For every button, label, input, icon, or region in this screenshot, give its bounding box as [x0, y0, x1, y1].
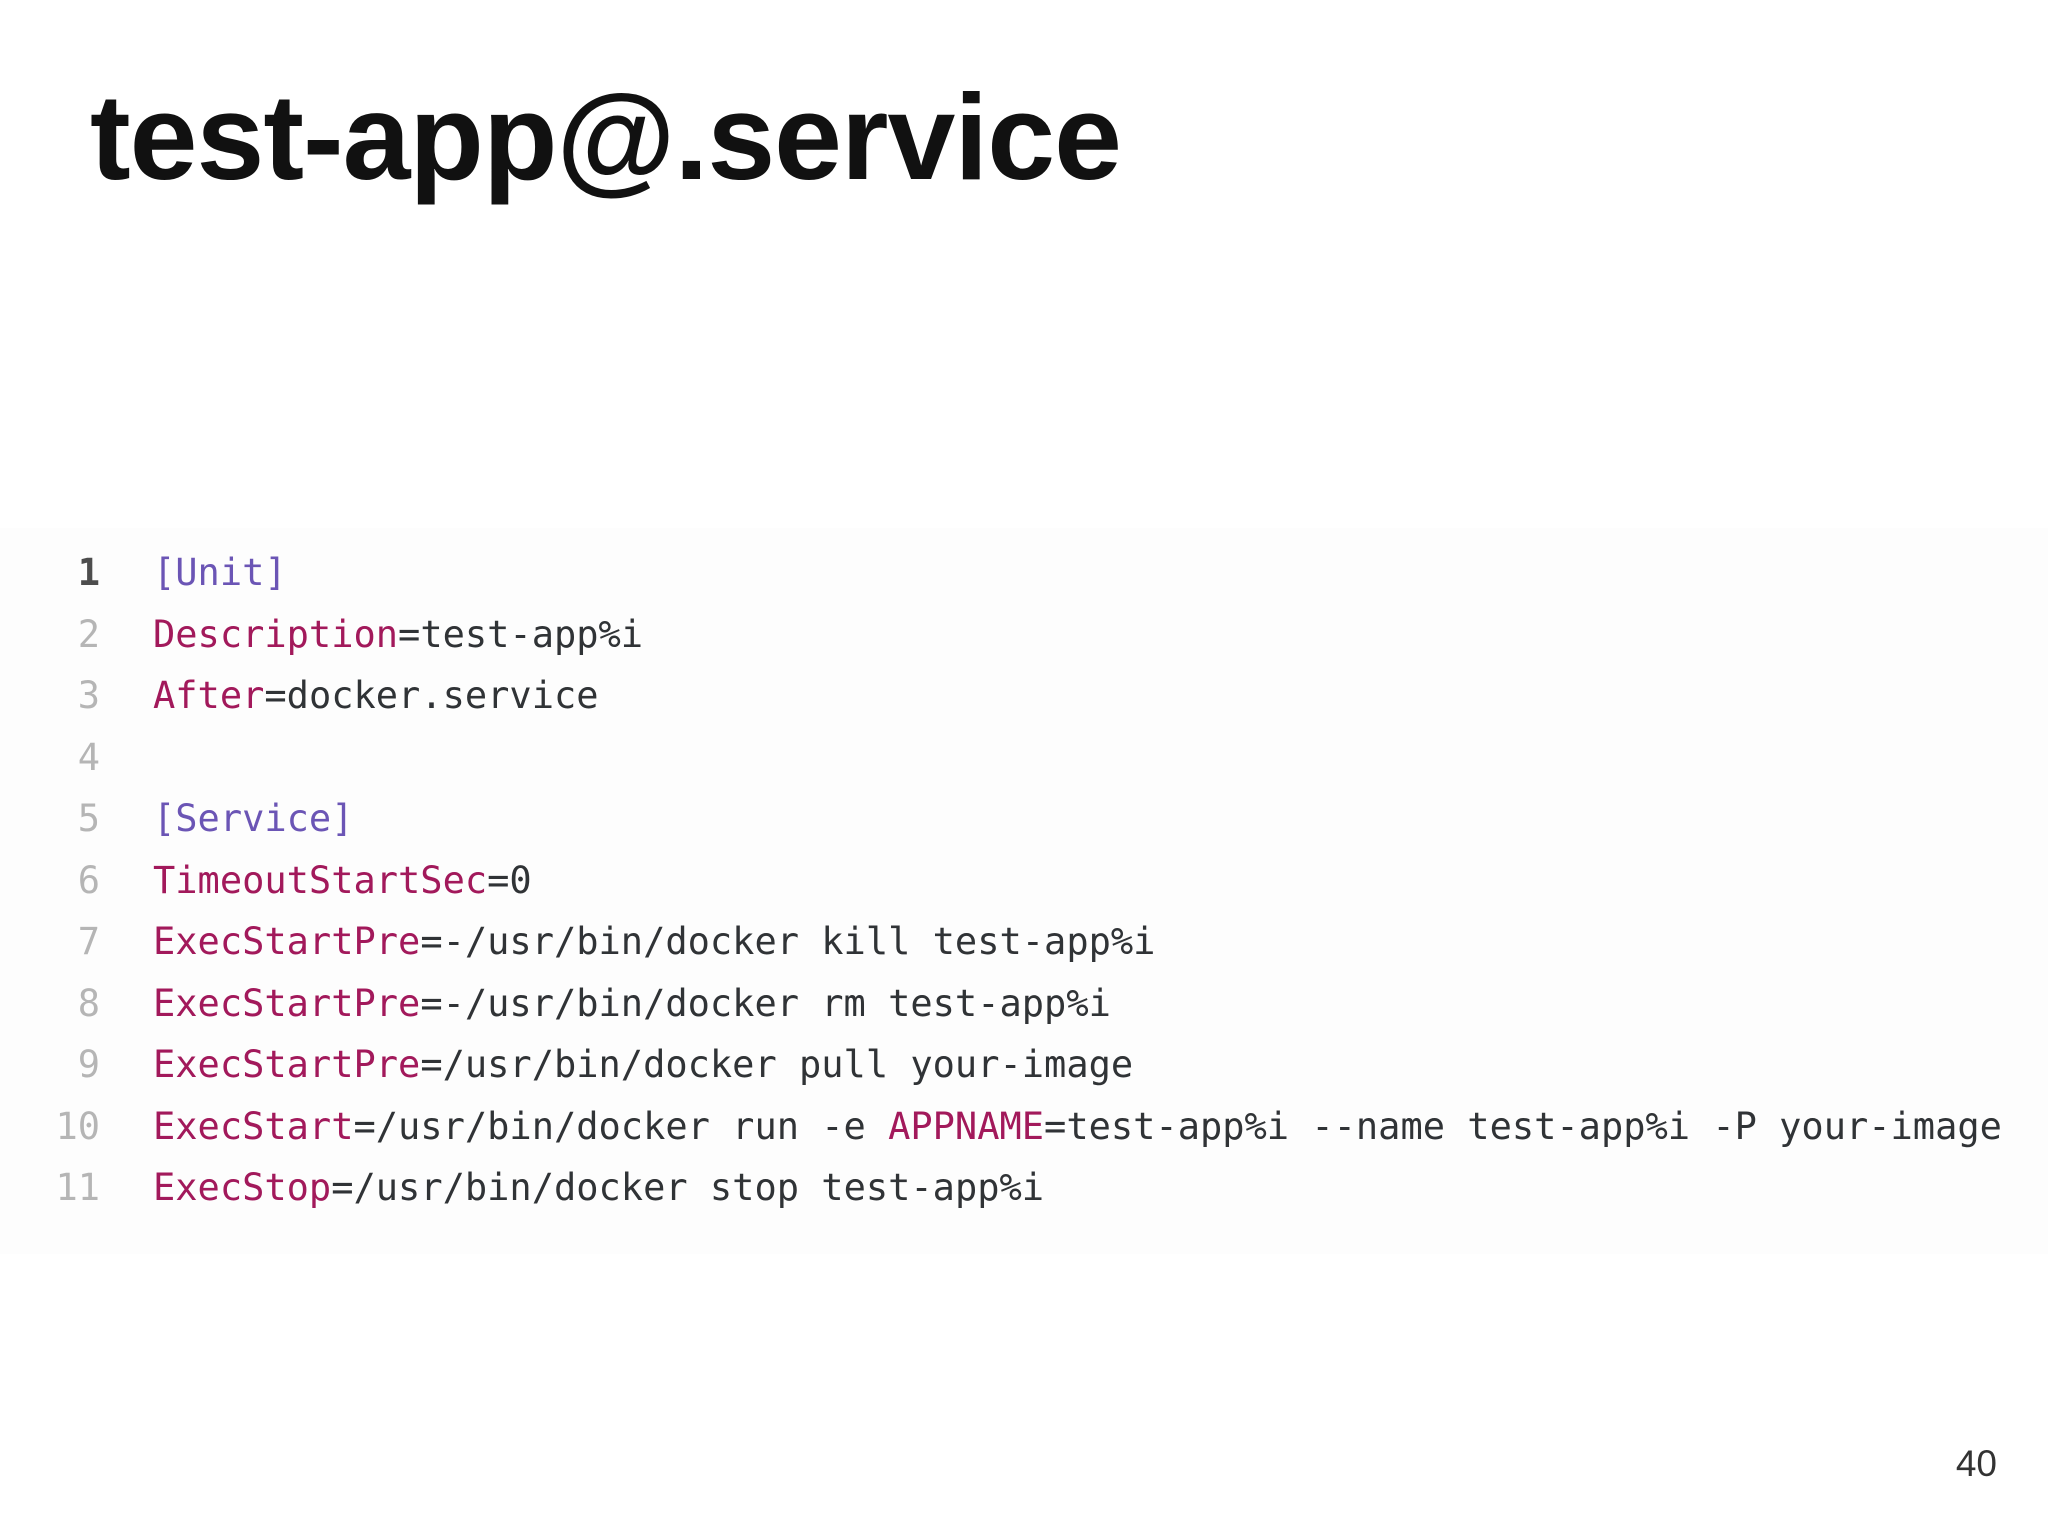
code-segment: TimeoutStartSec: [153, 858, 488, 902]
code-line: 9 ExecStartPre=/usr/bin/docker pull your-…: [0, 1034, 2048, 1096]
code-line: 11 ExecStop=/usr/bin/docker stop test-app…: [0, 1157, 2048, 1219]
line-content: ExecStartPre=-/usr/bin/docker kill test-…: [153, 911, 1155, 973]
code-segment: =/usr/bin/docker stop test-app%i: [331, 1166, 1045, 1209]
page-number: 40: [1955, 1443, 1997, 1485]
code-background: [0, 528, 2048, 1254]
code-segment: After: [153, 674, 265, 717]
line-content: [Unit]: [153, 542, 287, 604]
code-segment: =docker.service: [264, 674, 599, 717]
code-segment: APPNAME: [888, 1104, 1045, 1148]
code-line: 5 [Service]: [0, 788, 2048, 850]
code-segment: [Service]: [153, 797, 354, 840]
code-segment: =test-app%i --name test-app%i -P your-im…: [1044, 1104, 2002, 1148]
line-number: 10: [55, 1104, 100, 1148]
line-content: ExecStartPre=-/usr/bin/docker rm test-ap…: [153, 973, 1111, 1035]
code-block: 1 [Unit] 2 Description=test-app%i 3 After=doc…: [0, 542, 2048, 1219]
line-number: 9: [77, 1043, 100, 1086]
line-number: 5: [77, 797, 100, 840]
code-segment: =-/usr/bin/docker kill test-app%i: [420, 920, 1156, 963]
line-number: 4: [77, 735, 100, 779]
code-segment: Description: [153, 612, 399, 656]
code-segment: =/usr/bin/docker pull your-image: [420, 1043, 1134, 1086]
line-content: ExecStartPre=/usr/bin/docker pull your-i…: [153, 1034, 1133, 1096]
code-segment: =test-app%i: [398, 612, 644, 656]
code-segment: ExecStartPre: [153, 1043, 421, 1086]
line-content: [Service]: [153, 788, 353, 850]
code-segment: [Unit]: [153, 551, 287, 594]
code-segment: =-/usr/bin/docker rm test-app%i: [420, 981, 1111, 1025]
code-segment: =/usr/bin/docker run -e: [353, 1104, 889, 1148]
line-number: 7: [77, 920, 100, 963]
line-number: 1: [77, 551, 100, 594]
line-content: ExecStop=/usr/bin/docker stop test-app%i: [153, 1157, 1044, 1219]
line-content: After=docker.service: [153, 665, 599, 727]
code-line: 6 TimeoutStartSec=0: [0, 850, 2048, 912]
code-line: 7 ExecStartPre=-/usr/bin/docker kill test…: [0, 911, 2048, 973]
code-line: 8 ExecStartPre=-/usr/bin/docker rm test-a…: [0, 973, 2048, 1035]
line-number: 8: [77, 981, 100, 1025]
line-content: ExecStart=/usr/bin/docker run -e APPNAME…: [153, 1096, 2002, 1158]
line-number: 3: [77, 674, 100, 717]
code-segment: ExecStop: [153, 1166, 332, 1209]
line-number: 6: [77, 858, 100, 902]
line-content: Description=test-app%i: [153, 604, 643, 666]
code-line: 2 Description=test-app%i: [0, 604, 2048, 666]
code-line: 10 ExecStart=/usr/bin/docker run -e APPNA…: [0, 1096, 2048, 1158]
code-line: 3 After=docker.service: [0, 665, 2048, 727]
line-number: 2: [77, 612, 100, 656]
code-segment: ExecStartPre: [153, 981, 421, 1025]
code-segment: ExecStart: [153, 1104, 354, 1148]
code-line: 1 [Unit]: [0, 542, 2048, 604]
code-segment: ExecStartPre: [153, 920, 421, 963]
page-title: test-app@.service: [90, 69, 1122, 205]
line-content: TimeoutStartSec=0: [153, 850, 532, 912]
code-line: 4: [0, 727, 2048, 789]
code-segment: =0: [487, 858, 532, 902]
line-number: 11: [55, 1166, 100, 1209]
